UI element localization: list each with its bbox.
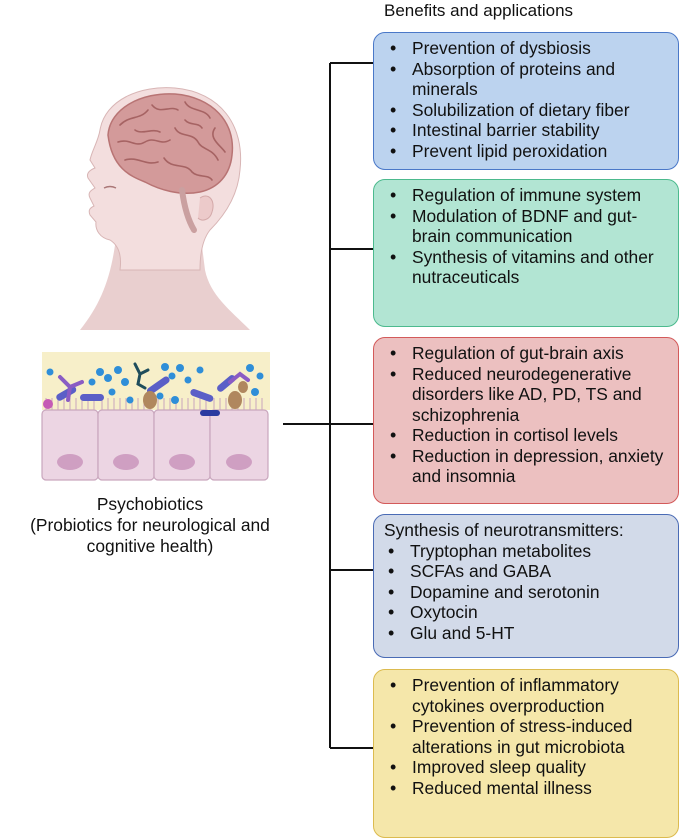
benefit-item: Synthesis of vitamins and other nutraceu… xyxy=(390,247,670,288)
benefit-item: Prevention of dysbiosis xyxy=(390,38,670,59)
benefit-box-stress: Prevention of inflammatory cytokines ove… xyxy=(373,669,679,838)
benefit-item: Glu and 5-HT xyxy=(388,623,670,644)
benefit-item: Intestinal barrier stability xyxy=(390,120,670,141)
benefit-item: Solubilization of dietary fiber xyxy=(390,100,670,121)
benefit-box-neurotransmitters: Synthesis of neurotransmitters: Tryptoph… xyxy=(373,514,679,658)
benefit-item: Prevent lipid peroxidation xyxy=(390,141,670,162)
benefit-item: SCFAs and GABA xyxy=(388,561,670,582)
human-head-brain-illustration xyxy=(80,87,250,330)
benefit-item: Regulation of gut-brain axis xyxy=(390,343,670,364)
benefit-item: Prevention of inflammatory cytokines ove… xyxy=(390,675,670,716)
box-intro: Synthesis of neurotransmitters: xyxy=(384,520,624,540)
benefit-item: Improved sleep quality xyxy=(390,757,670,778)
psychobiotics-caption: Psychobiotics (Probiotics for neurologic… xyxy=(0,494,300,557)
benefit-box-immune: Regulation of immune system Modulation o… xyxy=(373,179,679,327)
benefit-item: Reduced neurodegenerative disorders like… xyxy=(390,364,670,426)
benefit-item: Modulation of BDNF and gut-brain communi… xyxy=(390,206,670,247)
benefit-item: Tryptophan metabolites xyxy=(388,541,670,562)
diagram-heading: Benefits and applications xyxy=(384,1,574,20)
benefit-item: Oxytocin xyxy=(388,602,670,623)
gut-microbiota-illustration xyxy=(41,352,270,481)
benefit-item: Reduction in depression, anxiety and ins… xyxy=(390,446,670,487)
benefit-item: Dopamine and serotonin xyxy=(388,582,670,603)
benefit-item: Reduced mental illness xyxy=(390,778,670,799)
benefit-item: Regulation of immune system xyxy=(390,185,670,206)
benefit-item: Prevention of stress-induced alterations… xyxy=(390,716,670,757)
caption-line: Psychobiotics xyxy=(96,494,204,514)
caption-line: (Probiotics for neurological and xyxy=(30,515,270,535)
benefit-box-neurological: Regulation of gut-brain axis Reduced neu… xyxy=(373,337,679,504)
benefit-box-digestive: Prevention of dysbiosis Absorption of pr… xyxy=(373,32,679,170)
benefit-item: Reduction in cortisol levels xyxy=(390,425,670,446)
benefit-item: Absorption of proteins and minerals xyxy=(390,59,670,100)
caption-line: cognitive health) xyxy=(86,536,214,556)
